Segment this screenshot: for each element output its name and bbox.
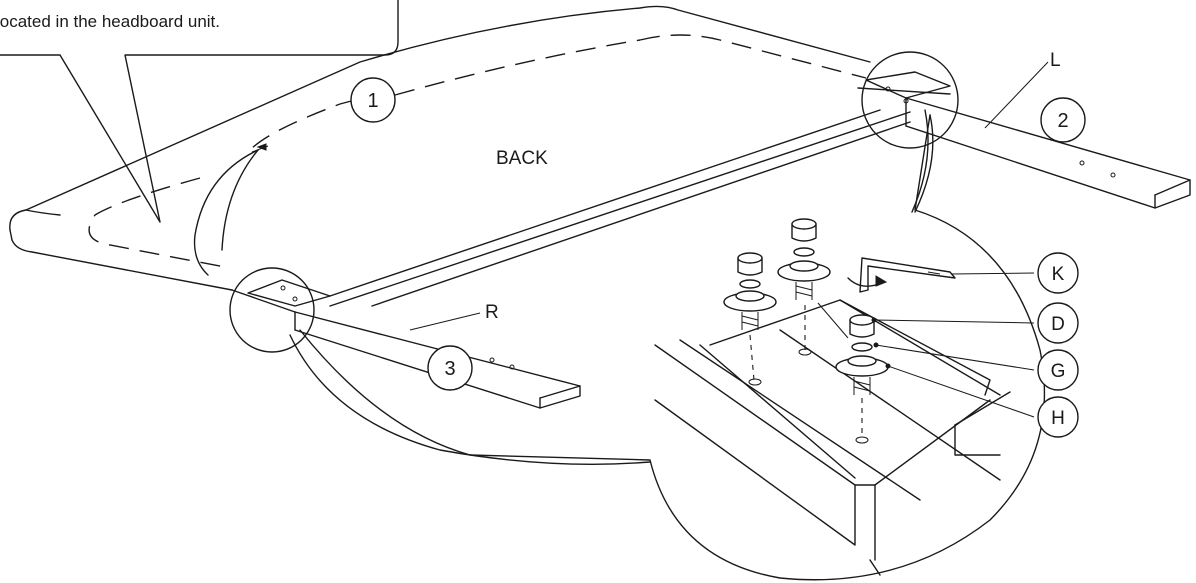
leader-lines (817, 272, 1035, 418)
part-label: H (1051, 408, 1065, 429)
step-badge-1: 1 (350, 77, 396, 123)
instruction-callout: located in the headboard unit. (0, 0, 399, 223)
joint-circle-r (229, 267, 315, 353)
panel-body-edges (329, 109, 911, 307)
callout-text-line: located in the headboard unit. (0, 12, 220, 31)
rail-l (857, 51, 1191, 209)
allen-key (847, 257, 956, 293)
step-badge-2: 2 (1040, 97, 1086, 143)
detail-bubble (289, 109, 1046, 581)
detail-holes (748, 305, 869, 444)
part-badge-h: H (1037, 396, 1079, 438)
part-label: K (1052, 264, 1065, 285)
step-label: 3 (444, 358, 455, 380)
part-label: G (1051, 361, 1066, 382)
step-badge-3: 3 (427, 345, 473, 391)
step-label: 2 (1057, 110, 1068, 132)
part-badge-k: K (1037, 252, 1079, 294)
part-badge-d: D (1037, 302, 1079, 344)
bolt-assembly-2 (777, 218, 831, 300)
screw-detail (193, 143, 269, 276)
bolt-assembly-3 (835, 314, 889, 395)
rail-l-label: L (1050, 50, 1061, 71)
back-label: BACK (496, 148, 548, 169)
rail-r (229, 267, 581, 409)
step-label: 1 (367, 90, 378, 112)
joint-circle-l (861, 51, 959, 149)
part-label: D (1051, 314, 1065, 335)
rail-r-label: R (485, 302, 499, 323)
headboard-panel (9, 5, 871, 291)
bolt-assembly-1 (723, 252, 777, 330)
part-badge-g: G (1037, 349, 1079, 391)
detail-rail-section (654, 299, 1011, 576)
